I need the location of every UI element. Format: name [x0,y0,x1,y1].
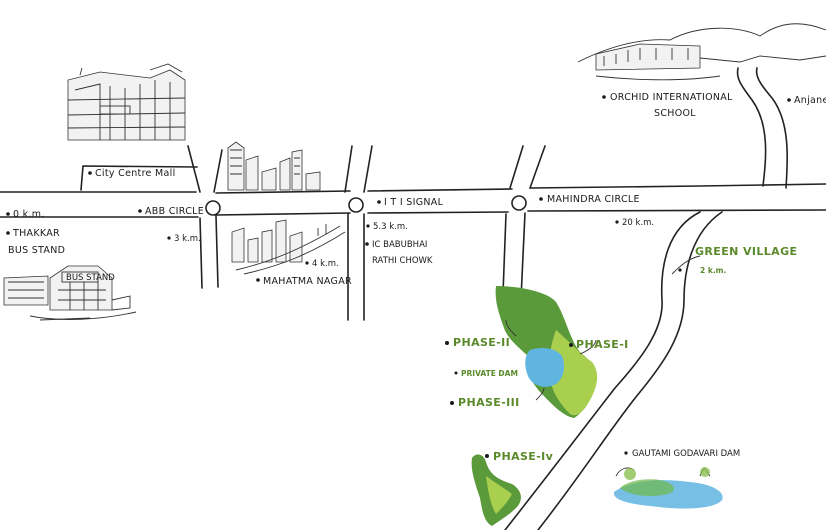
label-zero-km: 0 k.m. [13,209,45,220]
label-iti-signal: I T I SIGNAL [384,197,444,208]
mahatma-nagar-sketch [231,219,346,275]
abb-circle-junction [205,200,221,216]
school-sketch [577,23,826,81]
label-anjaneri: Anjane [794,95,826,106]
phase-2-arrow [505,319,517,337]
location-dots [6,95,791,458]
label-thakkar: THAKKAR [12,228,60,239]
label-abb-distance: 3 k.m. [174,234,201,244]
phase-1-arrow [579,339,597,355]
label-phase-2: PHASE-II [453,336,510,349]
label-ic-babubhai: IC BABUBHAI [372,240,427,250]
bus-station-sketch [3,265,137,321]
pointer-arrows [505,255,701,401]
highway-west-edge [504,211,701,530]
skyline-sketch [227,141,321,191]
label-green-village: GREEN VILLAGE [695,245,797,258]
school-road-west [736,67,767,187]
label-bus-stand: BUS STAND [8,245,65,256]
main-road-top-edge [0,183,826,194]
project-phases [471,286,598,526]
label-iti-distance: 5.3 k.m. [373,222,408,232]
label-phase-1: PHASE-I [576,338,629,351]
school-road-east [755,67,789,189]
mall-road [80,165,198,191]
label-phase-4: PHASE-Iv [493,450,554,463]
label-abb-circle: ABB CIRCLE [145,206,204,217]
label-school: SCHOOL [654,108,696,119]
road-network [0,67,826,530]
side-roads-south [199,212,526,321]
map-labels: City Centre Mall ABB CIRCLE 3 k.m. 0 k.m… [8,92,826,463]
green-village-arrow [671,255,701,275]
label-mahindra-circle: MAHINDRA CIRCLE [547,194,640,205]
side-roads-north [187,145,546,193]
label-mahindra-distance: 20 k.m. [622,218,654,228]
phase-4-highlight [486,476,512,514]
label-gautami-dam: GAUTAMI GODAVARI DAM [632,449,740,459]
highway-east-edge [537,211,723,530]
bus-station-sign: BUS STAND [66,273,115,283]
label-private-dam: PRIVATE DAM [461,369,518,378]
label-orchid-school: ORCHID INTERNATIONAL [610,92,733,103]
main-road-bottom-edge [0,209,826,218]
dam-sketch [613,467,723,509]
phase-3-arrow [535,387,545,401]
building-sketch [67,63,186,141]
label-mahatma-nagar: MAHATMA NAGAR [263,276,352,287]
label-city-centre-mall: City Centre Mall [95,168,176,179]
mahindra-circle-junction [511,195,527,211]
iti-signal-junction [348,197,364,213]
label-green-distance: 2 k.m. [700,266,726,275]
private-dam-water [525,348,564,387]
label-phase-3: PHASE-III [458,396,520,409]
label-rathi-chowk: RATHI CHOWK [372,256,433,266]
label-mahatma-distance: 4 k.m. [312,259,339,269]
phase-1-land [549,330,598,416]
